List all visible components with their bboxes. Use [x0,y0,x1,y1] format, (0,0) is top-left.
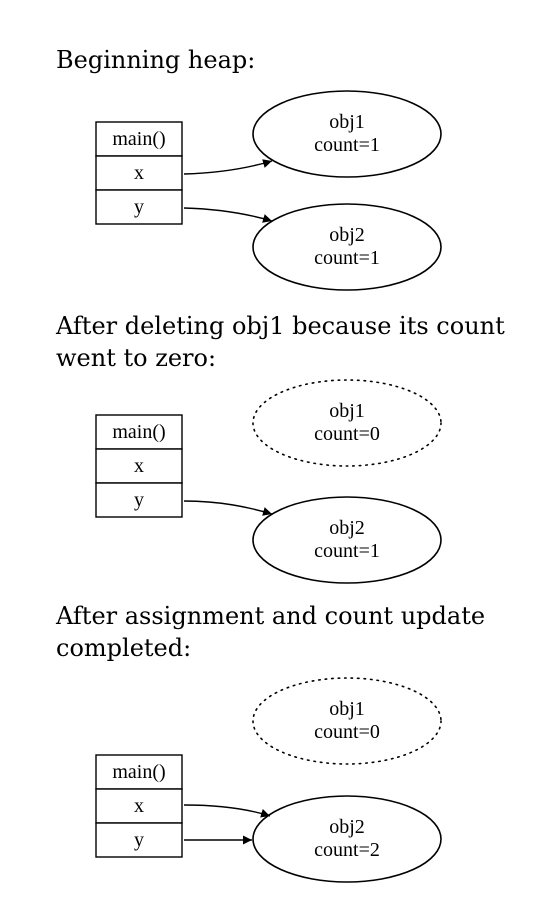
obj2-name: obj2 [329,224,365,246]
ref-arrow-y-to-obj2 [183,500,273,516]
heap-object-obj1-deleted: obj1 count=0 [252,379,442,467]
obj2-count: count=2 [314,839,380,861]
frame-title: main() [112,761,165,783]
var-x-label: x [134,455,144,477]
heap-object-obj2: obj2 count=1 [252,203,442,291]
frame-title: main() [112,128,165,150]
step-3-diagram: main() x y obj1 count=0 obj2 count=2 [95,677,442,883]
heap-object-obj1-deleted: obj1 count=0 [252,677,442,765]
var-y-label: y [134,489,144,511]
obj2-name: obj2 [329,816,365,838]
step-1-heading: Beginning heap: [56,46,256,74]
obj1-count: count=1 [314,134,380,156]
obj2-count: count=1 [314,540,380,562]
obj1-name: obj1 [329,400,365,422]
var-x-label: x [134,795,144,817]
obj1-name: obj1 [329,111,365,133]
frame-title: main() [112,421,165,443]
stack-frame: main() x y [95,121,183,225]
stack-frame: main() x y [95,754,183,858]
heap-object-obj2: obj2 count=2 [252,795,442,883]
var-y-label: y [134,196,144,218]
var-y-label: y [134,829,144,851]
obj1-count: count=0 [314,721,380,743]
step-1-diagram: main() x y obj1 count=1 obj2 count=1 [95,90,442,291]
ref-arrow-x-to-obj1 [183,159,273,175]
obj1-name: obj1 [329,698,365,720]
step-2-diagram: main() x y obj1 count=0 obj2 count=1 [95,379,442,584]
obj2-count: count=1 [314,247,380,269]
step-3-heading: After assignment and count update comple… [56,602,486,662]
stack-frame: main() x y [95,414,183,518]
step-2-heading: After deleting obj1 because its count we… [56,312,505,372]
ref-arrow-y-to-obj2 [183,207,273,223]
ref-arrow-x-to-obj2 [183,804,271,818]
heap-object-obj2: obj2 count=1 [252,496,442,584]
heap-object-obj1: obj1 count=1 [252,90,442,178]
var-x-label: x [134,162,144,184]
obj1-count: count=0 [314,423,380,445]
obj2-name: obj2 [329,517,365,539]
